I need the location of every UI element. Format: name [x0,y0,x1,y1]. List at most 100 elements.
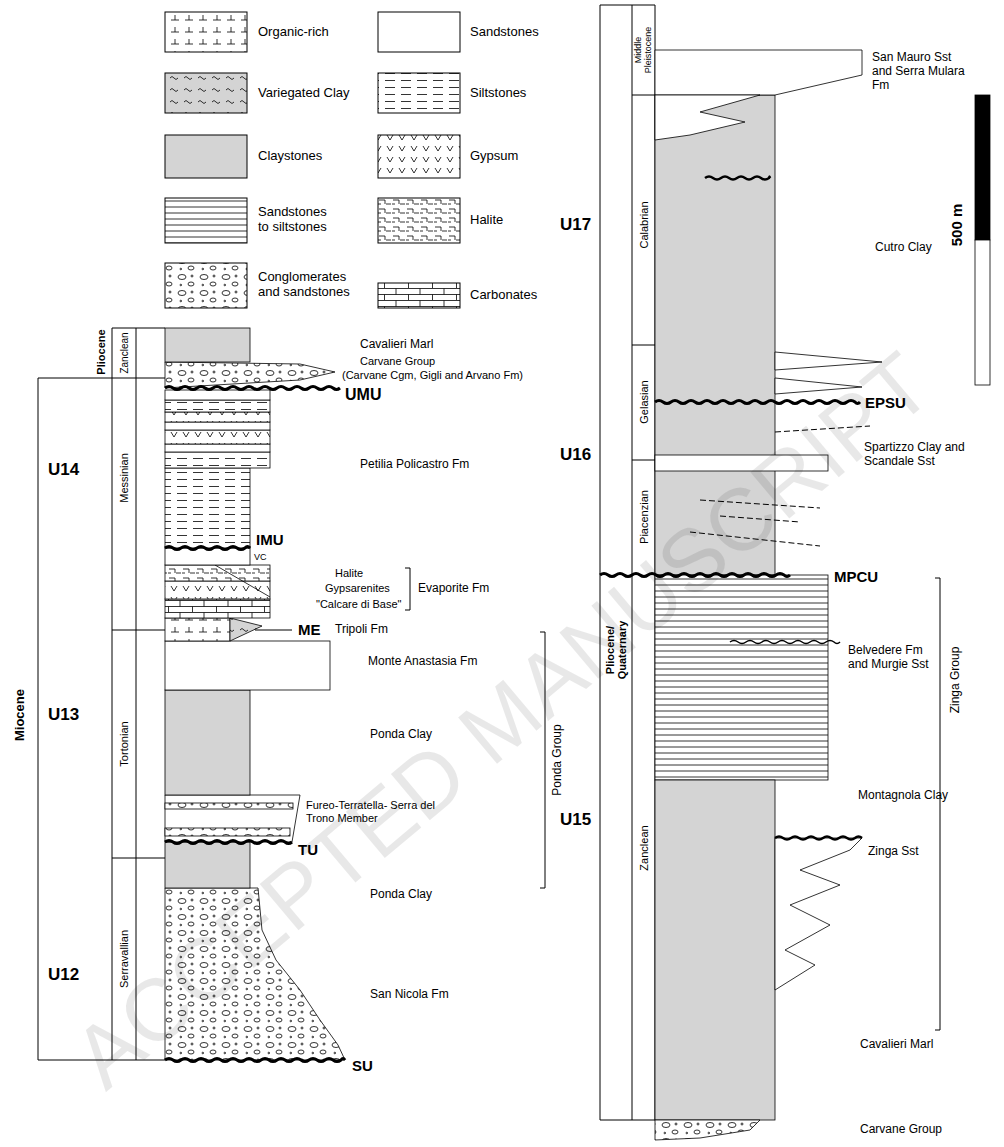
unconformity [705,177,770,180]
formation-label: Petilia Policastro Fm [360,458,469,472]
bracket [405,568,410,610]
sandstone-tongue [775,838,862,990]
scale-bar [975,240,990,385]
formation-label: Carvane Group [860,1123,942,1137]
formation-label: (Carvane Cgm, Gigli and Arvano Fm) [342,369,523,382]
thin-bed [165,444,270,452]
formation-label: San Mauro Sst and Serra Mulara Fm [872,51,967,92]
legend-text: Halite [470,213,503,228]
age-label: Zanclean [119,332,130,373]
formation-label: Evaporite Fm [418,582,489,596]
surface-label: U16 [560,445,591,465]
formation-label: Cavalieri Marl [360,338,433,352]
surface-label: U12 [48,965,79,985]
age-label: Zinga Group [949,647,962,714]
legend-swatch [165,12,247,52]
sandstone-tongue [655,95,760,140]
legend-swatch [378,283,460,308]
legend-text: Conglomerates and sandstones [258,270,358,300]
legend-text: Gypsum [470,149,518,164]
siltstone-bed [165,468,250,548]
formation-label: Zinga Sst [868,845,919,859]
surface-label: EPSU [865,394,906,411]
surface-label: UMU [345,386,381,404]
formation-label: Cavalieri Marl [860,1038,933,1052]
claystone-bed [165,690,250,795]
organic-bed [165,618,230,641]
formation-label: San Nicola Fm [370,988,449,1002]
formation-label: Cutro Clay [875,241,932,255]
conglomerate-bed [655,1120,760,1140]
epoch-axis [38,378,39,1060]
age-label: Tortonian [118,721,130,766]
unconformity [165,387,340,390]
age-label: Piacenzian [638,490,650,544]
formation-label: Belvedere Fm and Murgie Sst [848,644,936,672]
legend-swatch [165,135,247,178]
legend-swatch [165,198,247,243]
surface-label: IMU [256,531,284,548]
age-label: Messinian [118,453,130,503]
thin-bed [165,390,270,400]
legend-text: Claystones [258,149,322,164]
gypsum-bed [165,412,270,422]
formation-label: Monte Anastasia Fm [368,655,477,669]
unconformity [775,837,862,840]
legend-swatch [378,198,460,243]
epoch-tick [38,378,112,1060]
surface-label: U13 [48,705,79,725]
age-label: Calabrian [638,201,650,248]
formation-label: "Calcare di Base" [316,598,401,611]
gypsum-bed [165,430,270,444]
legend-text: Sandstones to siltstones [258,205,340,235]
surface-label: U15 [560,810,591,830]
siltstone-bed [165,452,270,468]
conglomerate-wedge [165,362,335,388]
scale-bar [975,95,990,240]
claystone-bed [165,328,250,362]
legend-swatch [378,12,460,52]
unconformity [165,1059,345,1062]
surface-label: MPCU [834,568,878,585]
formation-label: Ponda Clay [370,888,432,902]
formation-label: VC [254,552,267,562]
surface-label: TU [298,841,318,858]
legend-swatch [378,135,460,178]
legend-swatch [378,73,460,113]
surface-label: U17 [560,215,591,235]
legend-text: Siltstones [470,86,526,101]
thin-bed [165,422,270,430]
formation-label: Gypsarenites [325,582,390,595]
stage-axis [112,328,136,1060]
age-label: Pliocene [95,329,107,374]
wedge-line [215,565,270,597]
conglomerate-layer [165,828,290,836]
age-label: Serravallian [118,930,130,988]
legend-text: Sandstones [470,25,539,40]
surface-line [255,630,292,631]
sandstone-bed [165,641,330,690]
unconformity [165,547,250,550]
age-label: Ponda Group [551,724,564,795]
age-label: Middle Pleistocene [634,20,654,80]
unconformity [165,841,292,844]
legend-text: Variegated Clay [258,86,350,101]
surface-label: ME [298,621,321,638]
formation-label: Carvane Group [360,355,435,368]
legend-swatch [165,263,247,308]
legend-text: Carbonates [470,288,537,303]
formation-label: Montagnola Clay [858,789,948,803]
age-label: Miocene [13,689,27,741]
unconformity [730,641,840,644]
halite-bed [165,565,270,581]
conglomerate-layer [165,803,293,809]
sandstone-wedge [655,50,862,95]
age-label: Gelasian [638,380,650,423]
age-label: Pliocene/ Quaternary [604,610,628,690]
claystone-bed [655,780,775,1120]
formation-label: Spartizzo Clay and Scandale Sst [864,441,969,469]
column-drawing [38,5,990,1140]
age-label: 500 m [949,204,966,247]
formation-label: Ponda Clay [370,728,432,742]
age-label: Zanclean [638,825,650,870]
